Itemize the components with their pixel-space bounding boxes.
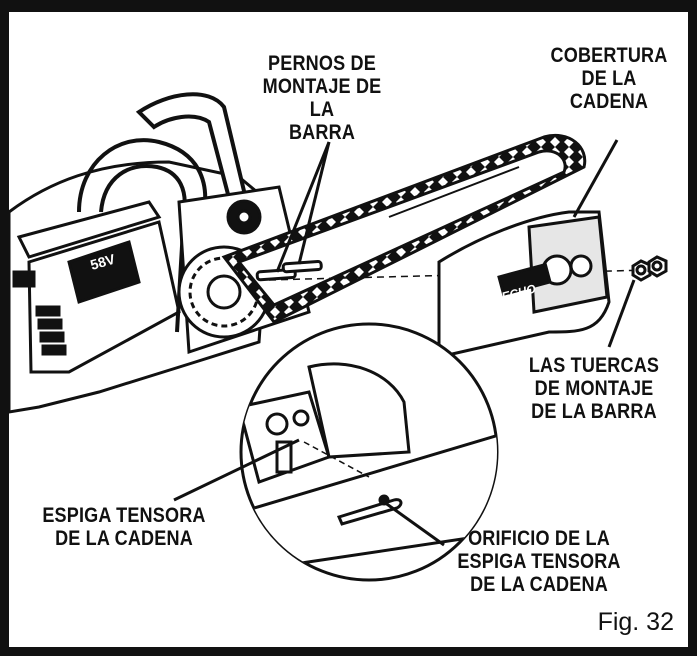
callout-bar-mounting-nuts: LAS TUERCAS DE MONTAJE DE LA BARRA: [528, 354, 660, 423]
callout-chain-cover: COBERTURA DE LA CADENA: [550, 44, 668, 113]
bar-mounting-nuts: [631, 255, 668, 282]
housing-badge: 58V: [88, 250, 117, 272]
figure-label: Fig. 32: [597, 608, 674, 636]
chainsaw-illustration: 58V ECHO: [9, 92, 668, 582]
callout-chain-tension-hole: ORIFICIO DE LA ESPIGA TENSORA DE LA CADE…: [457, 527, 621, 596]
top-handle: [135, 92, 252, 220]
chain-cover: [437, 210, 611, 359]
leader-lines: [173, 139, 636, 547]
rear-handle: [77, 138, 208, 343]
callout-bar-mounting-bolts: PERNOS DE MONTAJE DE LA BARRA: [262, 52, 382, 144]
callout-chain-tension-pin: ESPIGA TENSORA DE LA CADENA: [42, 504, 206, 550]
detail-magnifier: [239, 322, 499, 582]
bar-mounting-bolts: [255, 260, 323, 282]
